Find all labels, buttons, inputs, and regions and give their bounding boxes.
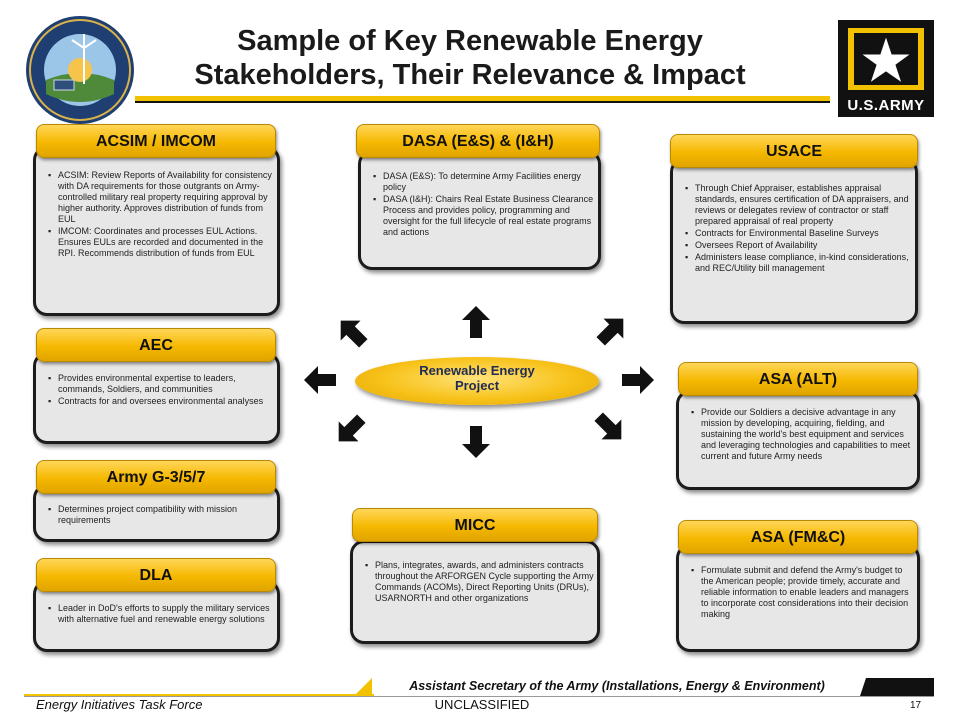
usace-box: Through Chief Appraiser, establishes app… — [670, 158, 918, 324]
micc-box: Plans, integrates, awards, and administe… — [350, 540, 600, 644]
dla-box: Leader in DoD's efforts to supply the mi… — [33, 580, 280, 652]
list-item: Oversees Report of Availability — [685, 240, 915, 251]
army-g357-list: Determines project compatibility with mi… — [36, 504, 277, 526]
arrow-down-left-icon — [338, 414, 366, 442]
arrow-down-right-icon — [594, 412, 622, 440]
center-label-line-1: Renewable Energy — [419, 363, 535, 378]
center-label-line-2: Project — [454, 378, 500, 393]
list-item: Plans, integrates, awards, and administe… — [365, 560, 597, 604]
aec-label: AEC — [36, 328, 276, 362]
arrow-up-left-icon — [340, 320, 368, 348]
micc-list: Plans, integrates, awards, and administe… — [353, 560, 597, 604]
asa-fmc-box: Formulate submit and defend the Army's b… — [676, 544, 920, 652]
army-g357-label: Army G-3/5/7 — [36, 460, 276, 494]
us-army-wordmark: U.S.ARMY — [838, 95, 934, 117]
title-line-1: Sample of Key Renewable Energy — [237, 25, 703, 57]
list-item: Determines project compatibility with mi… — [48, 504, 277, 526]
renewable-energy-project-node — [355, 357, 599, 405]
usace-list: Through Chief Appraiser, establishes app… — [673, 183, 915, 274]
arrow-right-icon — [622, 366, 654, 394]
list-item: Through Chief Appraiser, establishes app… — [685, 183, 915, 227]
dasa-label: DASA (E&S) & (I&H) — [356, 124, 600, 158]
title-rule-gold — [135, 96, 830, 101]
us-army-star-logo — [838, 20, 934, 96]
list-item: Provide our Soldiers a decisive advantag… — [691, 407, 917, 462]
page-number: 17 — [910, 700, 922, 711]
arrow-up-icon — [462, 306, 490, 338]
asa-alt-list: Provide our Soldiers a decisive advantag… — [679, 407, 917, 462]
acsim-imcom-box: ACSIM: Review Reports of Availability fo… — [33, 146, 280, 316]
asa-alt-box: Provide our Soldiers a decisive advantag… — [676, 390, 920, 490]
footer-organization: Energy Initiatives Task Force — [36, 697, 203, 712]
arrow-left-icon — [304, 366, 336, 394]
dla-label: DLA — [36, 558, 276, 592]
title-rule-black — [135, 101, 830, 103]
list-item: DASA (E&S): To determine Army Facilities… — [373, 171, 598, 193]
asa-fmc-label: ASA (FM&C) — [678, 520, 918, 554]
list-item: Administers lease compliance, in-kind co… — [685, 252, 915, 274]
usace-label: USACE — [670, 134, 918, 168]
list-item: Contracts for Environmental Baseline Sur… — [685, 228, 915, 239]
dasa-list: DASA (E&S): To determine Army Facilities… — [361, 171, 598, 238]
energy-initiatives-task-force-seal — [26, 16, 134, 124]
list-item: ACSIM: Review Reports of Availability fo… — [48, 170, 277, 225]
dasa-box: DASA (E&S): To determine Army Facilities… — [358, 150, 601, 270]
footer-rule — [24, 696, 934, 697]
title-line-2: Stakeholders, Their Relevance & Impact — [194, 59, 746, 91]
list-item: Contracts for and oversees environmental… — [48, 396, 277, 407]
asa-fmc-list: Formulate submit and defend the Army's b… — [679, 565, 917, 620]
renewable-energy-project-label: Renewable Energy Project — [355, 363, 599, 393]
asa-alt-label: ASA (ALT) — [678, 362, 918, 396]
list-item: Leader in DoD's efforts to supply the mi… — [48, 603, 277, 625]
acsim-imcom-label: ACSIM / IMCOM — [36, 124, 276, 158]
micc-label: MICC — [352, 508, 598, 542]
list-item: DASA (I&H): Chairs Real Estate Business … — [373, 194, 598, 238]
acsim-imcom-list: ACSIM: Review Reports of Availability fo… — [36, 170, 277, 259]
footer-band — [24, 678, 934, 696]
footer-classification: UNCLASSIFIED — [434, 697, 530, 712]
page-title: Sample of Key Renewable Energy Stakehold… — [140, 24, 800, 92]
aec-list: Provides environmental expertise to lead… — [36, 373, 277, 407]
arrow-up-right-icon — [596, 318, 624, 346]
list-item: IMCOM: Coordinates and processes EUL Act… — [48, 226, 277, 259]
list-item: Formulate submit and defend the Army's b… — [691, 565, 917, 620]
aec-box: Provides environmental expertise to lead… — [33, 352, 280, 444]
arrow-down-icon — [462, 426, 490, 458]
list-item: Provides environmental expertise to lead… — [48, 373, 277, 395]
dla-list: Leader in DoD's efforts to supply the mi… — [36, 603, 277, 625]
footer-subtitle: Assistant Secretary of the Army (Install… — [409, 679, 825, 693]
